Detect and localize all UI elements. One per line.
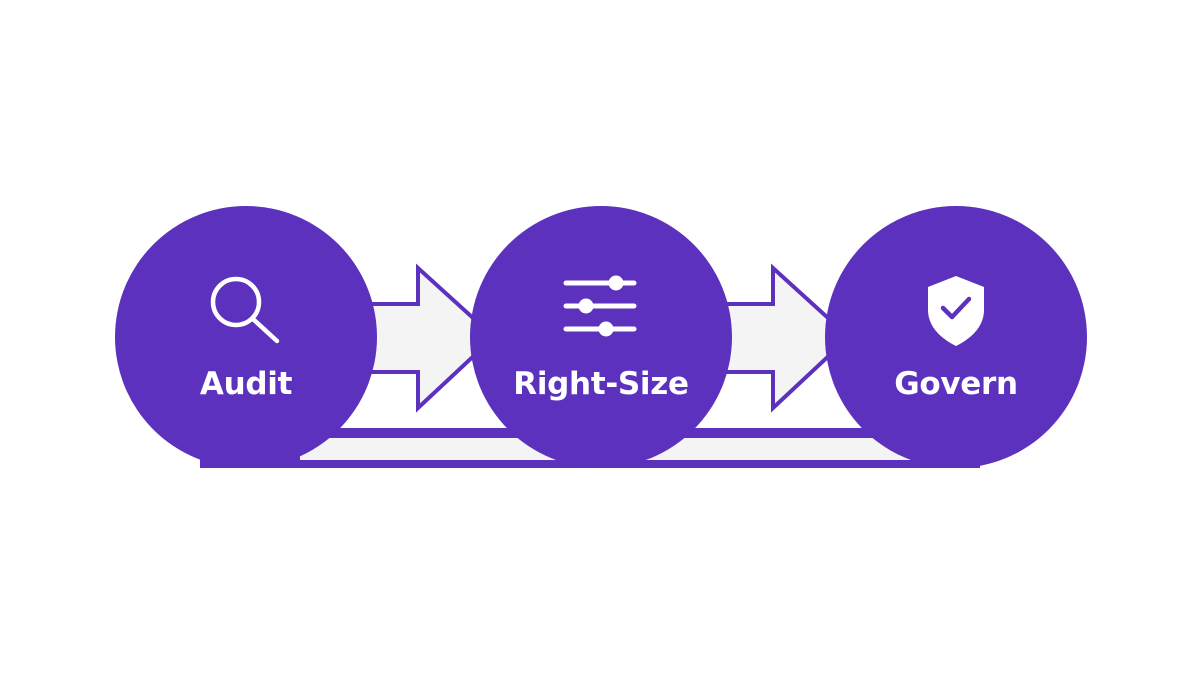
flow-arrow-2 (718, 263, 852, 413)
search-icon (210, 276, 280, 344)
shield-check-icon (928, 276, 984, 346)
step-label-audit: Audit (199, 366, 293, 402)
step-circle-right-size (470, 206, 732, 468)
step-circle-audit (115, 206, 377, 468)
sliders-icon (563, 275, 637, 337)
step-label-govern: Govern (894, 366, 1018, 402)
step-label-right-size: Right-Size (513, 366, 689, 402)
flow-arrow-1 (363, 263, 497, 413)
